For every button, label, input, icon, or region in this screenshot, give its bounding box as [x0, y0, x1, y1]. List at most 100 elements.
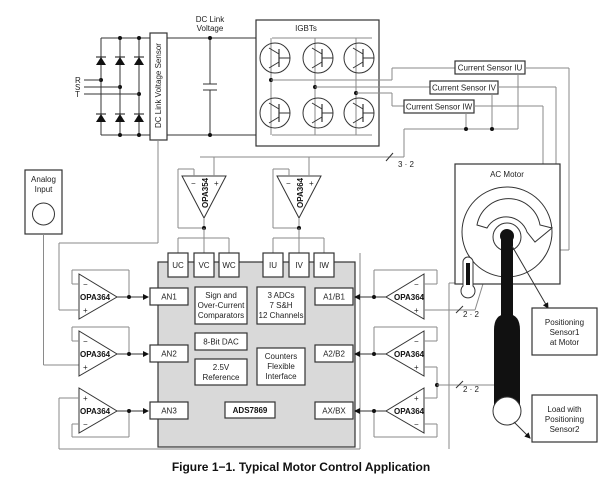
diode-icon: [95, 113, 107, 123]
dc-link-voltage-sensor: DC Link Voltage Sensor: [59, 32, 168, 244]
opamp-opa364-top-label: OPA364: [296, 177, 305, 208]
pin-wc: [218, 252, 240, 278]
phase-t-label: T: [75, 90, 80, 99]
phase-s-label: S: [75, 83, 80, 92]
diode-icon: [114, 113, 126, 123]
reference-block: [194, 358, 248, 386]
dac-block: [194, 332, 248, 351]
analog-input-label: Analog: [31, 175, 56, 184]
sensor2-label-3: Sensor2: [550, 425, 580, 434]
opamp-plus-label: +: [414, 394, 419, 403]
opamp-opa354: [181, 175, 227, 220]
left-opamps: OPA364 − + OPA364 − + OPA364 + −: [58, 243, 361, 450]
pin-a1b1: [314, 287, 354, 306]
chip-name: ADS7869: [233, 406, 268, 415]
opamp-minus-label: −: [414, 337, 419, 346]
sensor1-arrow: [511, 245, 549, 309]
opamp-minus-label: −: [83, 280, 88, 289]
opamp-right-2-label: OPA364: [394, 350, 425, 359]
opamp-left-1-label: OPA364: [80, 293, 111, 302]
counters-label-3: Interface: [265, 372, 297, 381]
pin-iv-label: IV: [295, 261, 303, 270]
igbt-label: IGBTs: [295, 24, 317, 33]
opamp-right-1: [385, 273, 425, 320]
pin-uc: [167, 252, 189, 278]
opamp-minus-label: −: [414, 280, 419, 289]
current-sensor-iu-label: Current Sensor IU: [458, 64, 523, 73]
pin-wc-label: WC: [222, 261, 236, 270]
motor-rotor-icon: [476, 198, 554, 243]
opamp-opa354-label: OPA354: [201, 177, 210, 208]
opamp-right-1-label: OPA364: [394, 293, 425, 302]
phase-r-label: R: [75, 76, 81, 85]
opamp-right-3-label: OPA364: [394, 407, 425, 416]
counters-label: Counters: [265, 352, 297, 361]
pin-vc: [193, 252, 215, 278]
pin-axbx-label: AX/BX: [322, 407, 346, 416]
pin-iv: [288, 252, 310, 278]
sensor1-label-3: at Motor: [550, 338, 580, 347]
current-sensor-iw-label: Current Sensor IW: [406, 103, 473, 112]
opamp-minus-label: −: [286, 179, 291, 188]
pin-an2: [149, 344, 189, 363]
ads7869-chip: UC VC WC IU IV IW AN1 AN2 AN3 A1/B1 A2/B…: [149, 252, 356, 448]
opamp-minus-label: −: [191, 179, 196, 188]
bus-width-label-top: 3 · 2: [398, 160, 415, 169]
motor-shaft: [492, 229, 522, 426]
pin-axbx: [314, 401, 354, 420]
opamp-left-1: [78, 273, 118, 320]
adcs-block: [256, 286, 306, 325]
opamp-minus-label: −: [83, 337, 88, 346]
opamp-left-3: [78, 387, 118, 434]
pin-an2-label: AN2: [161, 350, 177, 359]
counters-block: [256, 347, 306, 386]
diode-icon: [114, 56, 126, 66]
bus-width-label-sensor2: 2 · 2: [463, 385, 480, 394]
opamp-left-2-label: OPA364: [80, 350, 111, 359]
dc-link-bus: DC Link Voltage: [167, 15, 256, 137]
chip-name-box: [224, 401, 276, 419]
comparators-block: [194, 286, 248, 325]
adcs-label-2: 7 S&H: [269, 301, 292, 310]
pin-an3-label: AN3: [161, 407, 177, 416]
dc-link-voltage-label-2: Voltage: [197, 24, 224, 33]
top-opamps: OPA354 − + OPA364 − +: [177, 157, 325, 253]
igbt-module: IGBTs: [255, 19, 380, 147]
opamp-left-2: [78, 330, 118, 377]
sensor2-arrow: [513, 421, 531, 439]
opamp-plus-label: +: [83, 363, 88, 372]
positioning-sensor1: Positioning Sensor1 at Motor: [531, 307, 598, 356]
analog-input-label-2: Input: [35, 185, 54, 194]
opamp-plus-label: +: [309, 179, 314, 188]
comparators-label: Sign and: [205, 291, 237, 300]
figure-caption: Figure 1−1. Typical Motor Control Applic…: [172, 460, 430, 474]
sensor2-label: Load with: [547, 405, 581, 414]
top-pins: UC VC WC IU IV IW: [167, 252, 335, 278]
pin-a2b2: [314, 344, 354, 363]
diode-icon: [133, 56, 145, 66]
opamp-right-2: [385, 330, 425, 377]
opamp-plus-label: +: [83, 306, 88, 315]
current-sensors: Current Sensor IU Current Sensor IV Curr…: [200, 60, 570, 251]
dc-link-voltage-label: DC Link: [196, 15, 225, 24]
pin-iu: [262, 252, 284, 278]
dac-label: 8-Bit DAC: [203, 338, 239, 347]
pin-iw-label: IW: [319, 261, 329, 270]
reference-label-2: Reference: [203, 373, 240, 382]
positioning-sensor2: Load with Positioning Sensor2: [531, 394, 598, 443]
current-sensor-iv-label: Current Sensor IV: [432, 84, 497, 93]
sensor1-label: Positioning: [545, 318, 584, 327]
opamp-left-3-label: OPA364: [80, 407, 111, 416]
motor-label: AC Motor: [490, 170, 524, 179]
load-icon: [492, 396, 522, 426]
opamp-right-3: [385, 387, 425, 434]
opamp-plus-label: +: [83, 394, 88, 403]
adcs-label-3: 12 Channels: [259, 311, 304, 320]
opamp-opa364-top: [276, 175, 322, 220]
analog-input: Analog Input: [24, 169, 79, 366]
dc-link-sensor-label: DC Link Voltage Sensor: [154, 43, 163, 128]
sensor1-label-2: Sensor1: [550, 328, 580, 337]
opamp-minus-label: −: [414, 420, 419, 429]
diode-icon: [95, 56, 107, 66]
